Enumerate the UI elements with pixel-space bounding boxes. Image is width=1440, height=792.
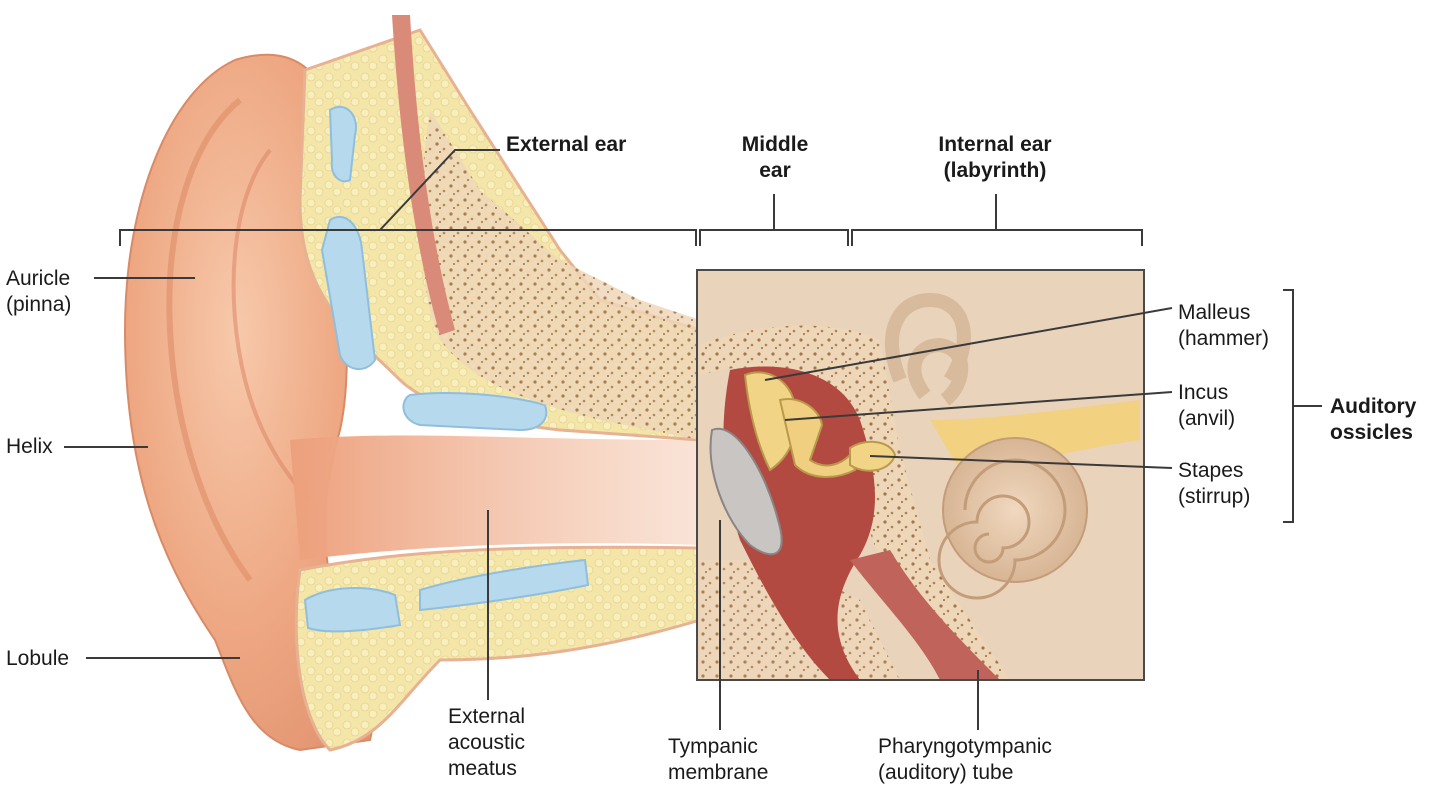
- internal-ear-bracket: [851, 229, 1143, 246]
- middle-ear-label: Middle ear: [741, 133, 809, 182]
- internal-ear-label: Internal ear (labyrinth): [938, 133, 1052, 182]
- blood-vessel: [392, 15, 455, 335]
- incus-label: Incus (anvil): [1178, 381, 1236, 430]
- auditory-ossicles-label: Auditory ossicles: [1330, 395, 1417, 444]
- external-ear-bracket: [119, 229, 697, 246]
- helix-label: Helix: [6, 435, 53, 458]
- middle-ear-bracket: [699, 229, 849, 246]
- tympanic-membrane-label: Tympanic membrane: [668, 735, 769, 784]
- pharyngotympanic-tube-label: Pharyngotympanic (auditory) tube: [878, 735, 1052, 784]
- middle-inner-ear-inset: [696, 269, 1145, 681]
- external-acoustic-meatus-shape: [290, 435, 700, 560]
- auricle-label: Auricle (pinna): [6, 267, 72, 316]
- external-acoustic-meatus-label: External acoustic meatus: [448, 705, 526, 780]
- stapes-leader: [869, 455, 1173, 469]
- incus-leader: [784, 391, 1173, 421]
- lobule-label: Lobule: [6, 647, 70, 670]
- stapes-label: Stapes (stirrup): [1178, 459, 1251, 508]
- ossicles-bracket: [1283, 289, 1294, 523]
- lower-cartilage: [294, 545, 702, 752]
- malleus-label: Malleus (hammer): [1178, 301, 1270, 350]
- external-ear-leader: [379, 149, 500, 231]
- malleus-leader: [764, 307, 1173, 381]
- external-ear-label: External ear: [506, 133, 627, 156]
- temporal-bone-upper: [421, 110, 700, 440]
- leader-lines: [64, 149, 1322, 730]
